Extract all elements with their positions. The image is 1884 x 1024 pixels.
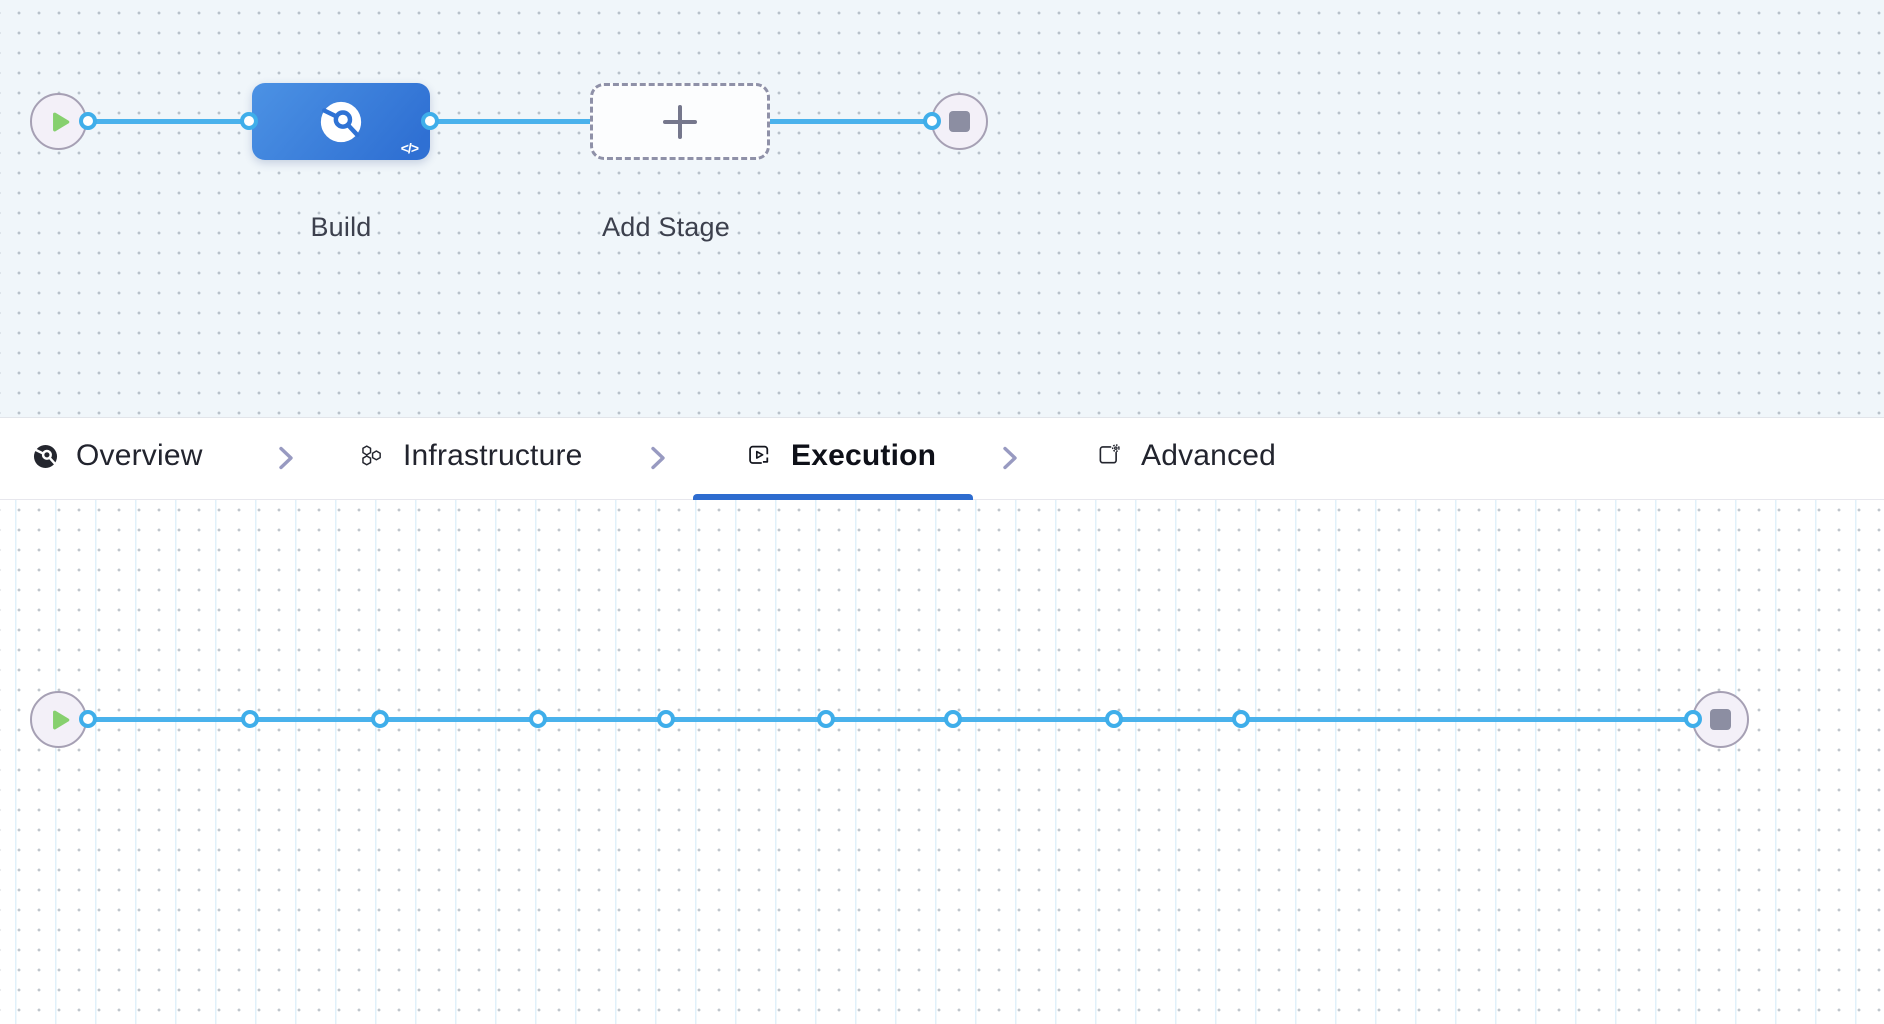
yaml-code-badge: </> [400,140,419,156]
play-icon [52,112,69,131]
step-edge-line [88,717,1693,722]
connector-dot [817,710,835,728]
add-stage-button[interactable] [590,83,770,160]
tab-overview[interactable]: Overview [32,418,203,494]
ci-build-icon [320,101,362,142]
build-stage-node[interactable]: </> [252,83,430,160]
add-stage-label: Add Stage [602,212,730,242]
chevron-right-icon [279,446,293,470]
stop-icon [949,111,970,132]
tab-label: Infrastructure [403,439,583,472]
connector-dot [241,710,259,728]
execution-play-icon [749,445,769,464]
connector-dot [923,112,941,130]
execution-step-canvas[interactable]: </> </> [0,500,1884,1024]
connector-dot [529,710,547,728]
tab-execution[interactable]: Execution [746,418,936,494]
tab-advanced[interactable]: Advanced [1096,418,1276,494]
connector-dot [371,710,389,728]
connector-dot [1232,710,1250,728]
pipeline-overview-icon [33,444,58,468]
connector-dot [79,710,97,728]
tab-label: Execution [791,439,937,472]
connector-dot [421,112,439,130]
pipeline-start-node [30,93,87,150]
connector-dot [944,710,962,728]
tab-label: Advanced [1141,439,1277,472]
connector-dot [1105,710,1123,728]
build-stage-label: Build [310,212,372,242]
tab-infrastructure[interactable]: Infrastructure [358,418,583,494]
chevron-right-icon [1003,446,1017,470]
active-tab-underline [693,494,973,500]
advanced-gear-icon [1099,444,1120,464]
connector-dot [1684,710,1702,728]
infrastructure-hexagons-icon [362,445,381,466]
connector-dot [657,710,675,728]
stop-icon [1710,709,1731,730]
plus-icon [663,104,697,139]
stage-config-tabbar: Overview Infrastructure [0,418,1884,500]
tab-label: Overview [76,439,203,472]
execution-start-node [30,691,87,748]
stage-edge-line [88,119,932,124]
chevron-right-icon [651,446,665,470]
stage-canvas[interactable]: </> Build Add Stage [0,0,1884,418]
connector-dot [79,112,97,130]
connector-dot [240,112,258,130]
play-icon [52,710,69,729]
